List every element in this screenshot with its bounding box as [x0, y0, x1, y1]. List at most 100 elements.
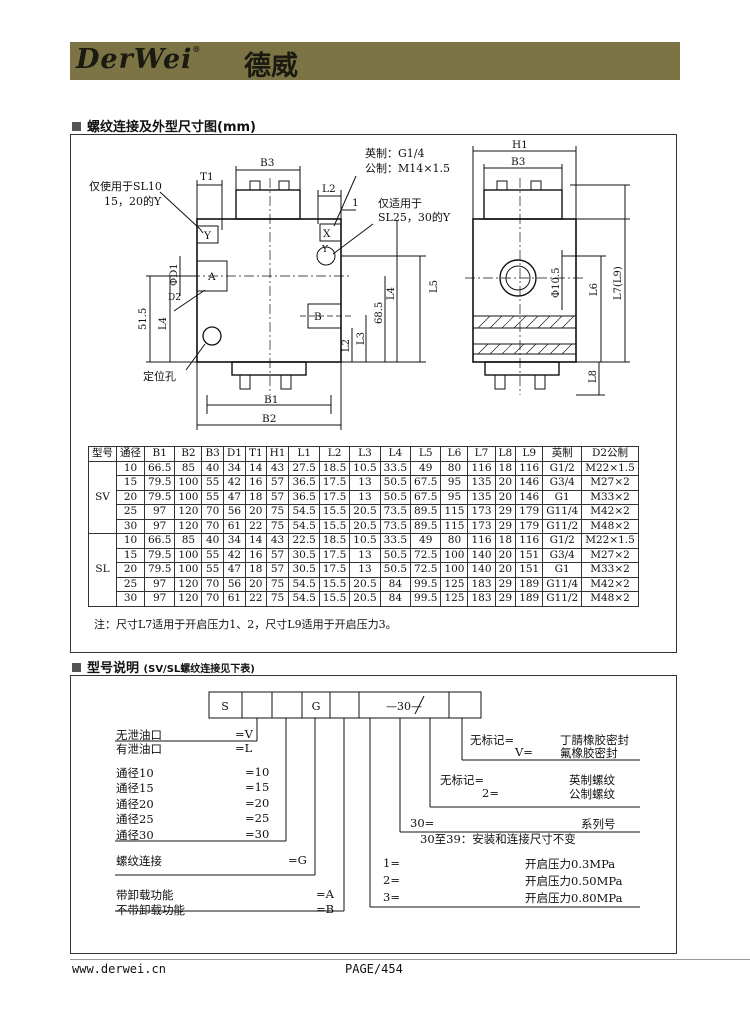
table-cell: 30 [116, 591, 145, 607]
footer-url[interactable]: www.derwei.cn [72, 962, 166, 976]
table-cell: 40 [201, 460, 224, 476]
thread-none-value: 英制螺纹 [569, 773, 615, 787]
table-cell: 120 [174, 518, 203, 534]
table-header-cell: L3 [349, 446, 381, 462]
dim-h1: H1 [512, 139, 528, 151]
table-header-cell: D1 [222, 446, 246, 462]
table-cell: 97 [143, 591, 176, 607]
table-cell: 29 [494, 518, 517, 534]
model-option-label: 通径20 [116, 797, 154, 811]
table-cell: 115 [440, 504, 469, 520]
table-cell: 100 [174, 562, 203, 578]
table-cell: 13 [349, 489, 381, 505]
bullet-square-icon [72, 122, 81, 131]
table-cell: 89.5 [410, 504, 442, 520]
table-cell: 15.5 [318, 576, 351, 592]
header-banner: DerWei® 德威 [70, 42, 680, 82]
table-cell: 140 [467, 547, 496, 563]
dim-l4: L4 [158, 317, 169, 330]
table-cell: 116 [467, 533, 496, 549]
table-cell: 18 [244, 562, 267, 578]
table-cell: 72.5 [410, 547, 442, 563]
table-cell: 33.5 [379, 460, 412, 476]
table-cell: 125 [440, 576, 469, 592]
table-cell: 18.5 [318, 460, 351, 476]
table-cell: 43 [265, 460, 290, 476]
table-cell: 79.5 [143, 547, 176, 563]
table-cell: M42×2 [581, 576, 639, 592]
table-cell: 84 [379, 591, 412, 607]
table-cell: M33×2 [581, 562, 639, 578]
note-only-sl10-b: 15，20的Y [104, 194, 162, 208]
table-cell: 173 [467, 518, 496, 534]
table-cell: 30 [116, 518, 145, 534]
top-boss [235, 189, 301, 220]
table-note: 注：尺寸L7适用于开启压力1、2，尺寸L9适用于开启压力3。 [94, 618, 397, 631]
model-option-label: 通径25 [116, 812, 154, 826]
table-cell: 75 [265, 518, 290, 534]
table-cell: 54.5 [288, 518, 320, 534]
dim-685: 68.5 [374, 302, 385, 324]
series-note: 30至39：安装和连接尺寸不变 [420, 832, 576, 846]
table-cell: 57 [265, 562, 290, 578]
table-cell: 30.5 [288, 547, 320, 563]
table-cell: G11/2 [542, 591, 583, 607]
table-cell: M27×2 [581, 547, 639, 563]
table-cell: 55 [201, 475, 224, 491]
table-cell: 115 [440, 518, 469, 534]
port-y-left [196, 225, 219, 244]
table-cell: 15 [116, 547, 145, 563]
table-cell: M48×2 [581, 591, 639, 607]
table-cell: 15.5 [318, 504, 351, 520]
table-cell: 151 [515, 547, 544, 563]
table-cell: 29 [494, 576, 517, 592]
table-cell: 100 [174, 475, 203, 491]
code-box-30: —30— [386, 700, 422, 713]
port-y-right-circle [316, 246, 336, 266]
table-cell: 20 [494, 489, 517, 505]
table-cell: 25 [116, 576, 145, 592]
model-cell: SV [88, 460, 117, 534]
table-cell: 75 [265, 576, 290, 592]
note-only-sl25-b: SL25，30的Y [378, 210, 451, 224]
table-cell: 20 [116, 489, 145, 505]
table-cell: 17.5 [318, 475, 351, 491]
table-cell: M22×1.5 [581, 460, 639, 476]
table-cell: 50.5 [379, 475, 412, 491]
table-header-cell: L6 [440, 446, 469, 462]
table-cell: 18 [494, 533, 517, 549]
table-cell: M48×2 [581, 518, 639, 534]
dim-l5: L5 [429, 280, 440, 293]
table-cell: 50.5 [379, 547, 412, 563]
label-port-y-right: Y [321, 245, 329, 255]
table-cell: 50.5 [379, 489, 412, 505]
table-cell: 43 [265, 533, 290, 549]
table-cell: 99.5 [410, 591, 442, 607]
table-cell: 22.5 [288, 533, 320, 549]
seal-v-key: V= [515, 745, 533, 759]
table-cell: 85 [174, 460, 203, 476]
table-cell: 13 [349, 475, 381, 491]
table-cell: 42 [222, 547, 246, 563]
table-cell: 73.5 [379, 504, 412, 520]
table-cell: 20 [494, 475, 517, 491]
table-cell: 17.5 [318, 562, 351, 578]
table-cell: 67.5 [410, 475, 442, 491]
section-heading-model: 型号说明 (SV/SL螺纹连接见下表) [72, 657, 255, 676]
table-cell: 42 [222, 475, 246, 491]
table-cell: 75 [265, 591, 290, 607]
pressure-3-key: 3= [383, 890, 400, 904]
table-cell: 61 [222, 591, 246, 607]
table-cell: 146 [515, 475, 544, 491]
bullet-square-icon [72, 663, 81, 672]
table-cell: 20 [494, 547, 517, 563]
table-cell: 29 [494, 504, 517, 520]
table-cell: 66.5 [143, 460, 176, 476]
table-cell: 173 [467, 504, 496, 520]
table-cell: 183 [467, 591, 496, 607]
table-cell: 189 [515, 591, 544, 607]
table-header-cell: B1 [143, 446, 176, 462]
table-cell: 95 [440, 475, 469, 491]
table-header-cell: 型号 [88, 446, 117, 462]
table-cell: 15.5 [318, 518, 351, 534]
